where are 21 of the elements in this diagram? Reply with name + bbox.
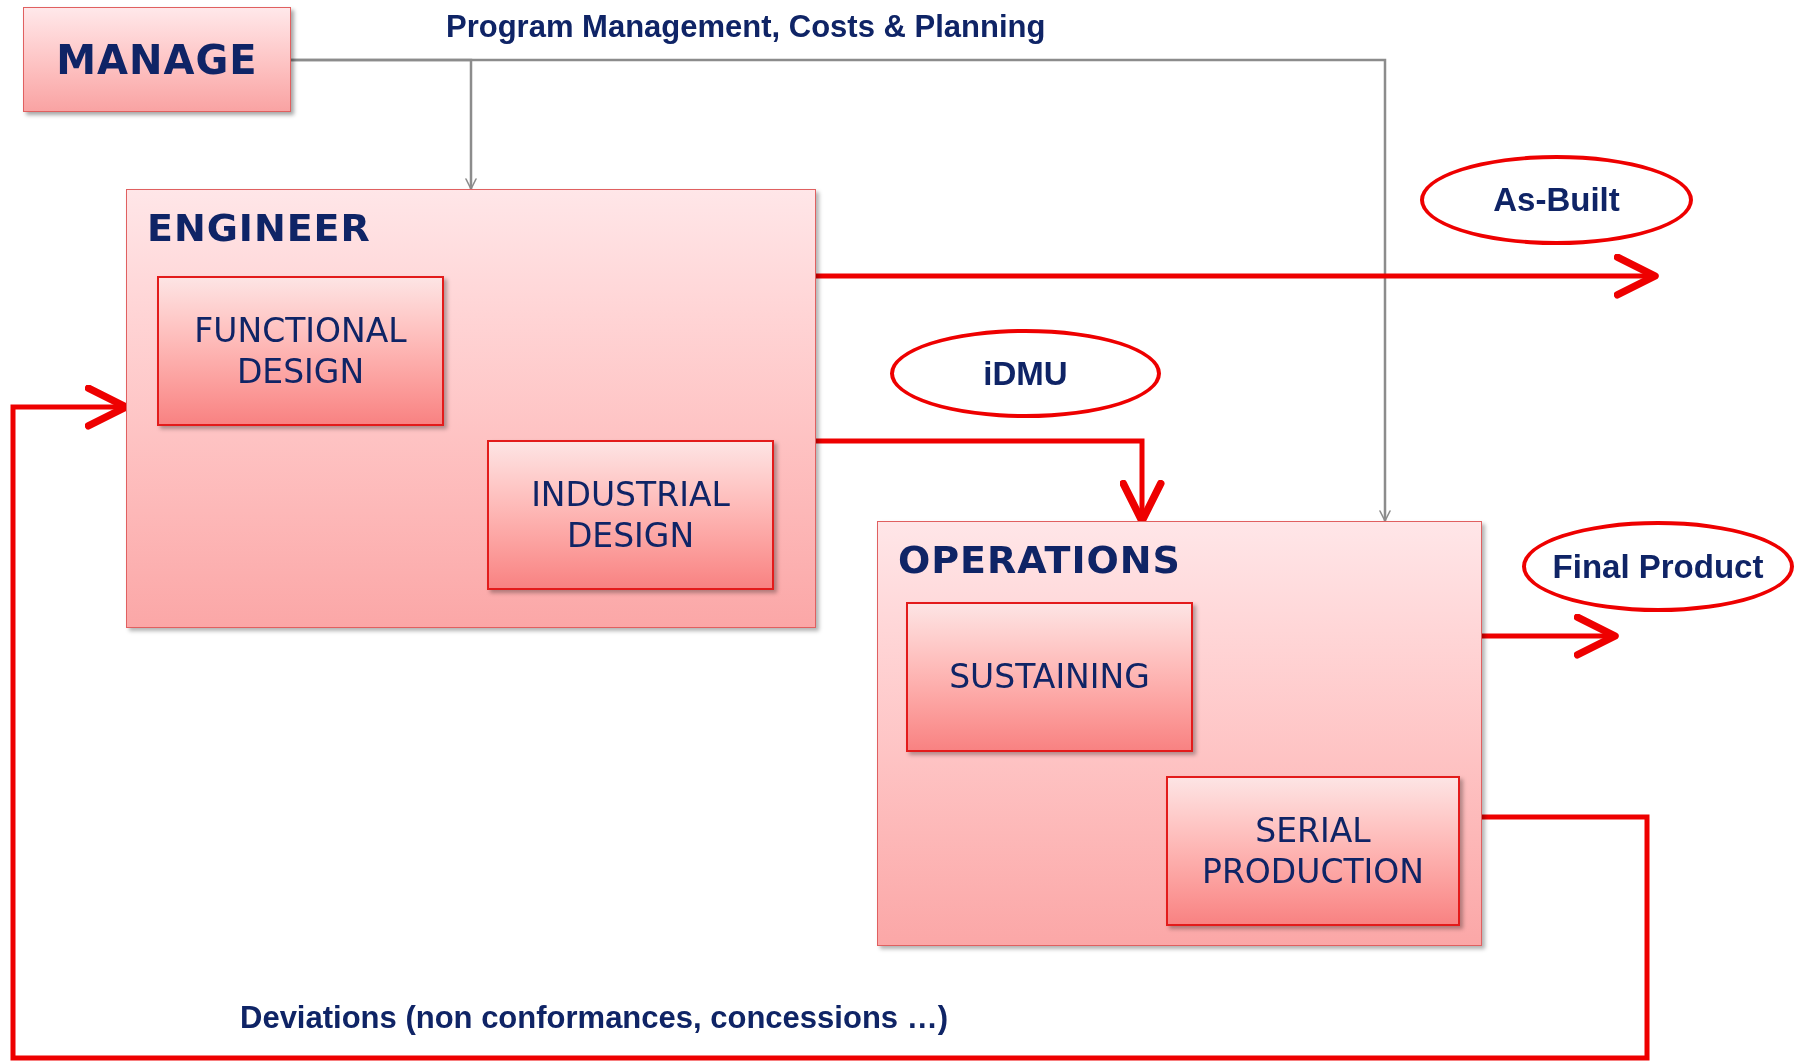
- box-label: ENGINEER: [147, 206, 371, 250]
- arrow: [1482, 613, 1619, 659]
- box-label: FUNCTIONAL DESIGN: [193, 309, 408, 393]
- box-label: SUSTAINING: [949, 656, 1150, 698]
- arrow: [10, 384, 1650, 1061]
- process-box: [1166, 776, 1460, 926]
- process-box: [906, 602, 1193, 752]
- box-label: Final Product: [1552, 546, 1764, 587]
- process-box: [487, 440, 774, 590]
- box-label: iDMU: [983, 353, 1068, 394]
- box-label: As-Built: [1493, 180, 1620, 221]
- arrow: [816, 253, 1659, 299]
- box-label: INDUSTRIAL DESIGN: [530, 473, 731, 557]
- box-label: SERIAL PRODUCTION: [1201, 809, 1425, 893]
- arrow: [291, 58, 1391, 522]
- box-label: MANAGE: [56, 35, 258, 85]
- process-box: [157, 276, 444, 426]
- group-box: [877, 521, 1482, 946]
- group-box: [126, 189, 816, 628]
- box-label: OPERATIONS: [898, 538, 1181, 582]
- process-box: [23, 7, 291, 112]
